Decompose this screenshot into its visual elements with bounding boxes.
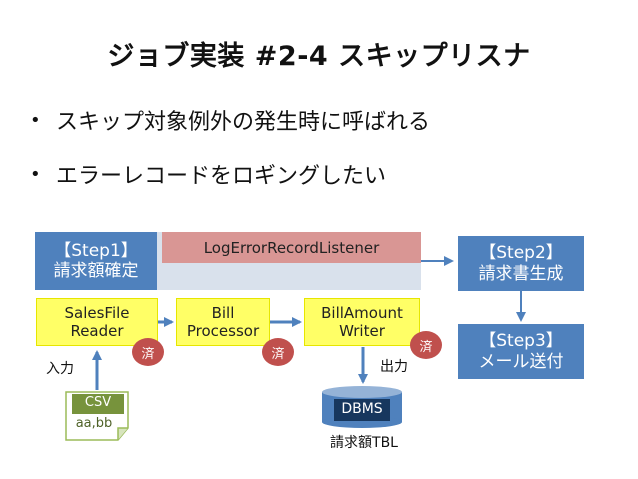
bullet-dot: • (30, 109, 41, 131)
step2-name: 請求書生成 (478, 263, 564, 284)
dbms-cylinder (322, 386, 402, 428)
csv-header: CSV (84, 395, 112, 410)
reader-line1: SalesFile (64, 304, 130, 322)
dbms-label: DBMS (341, 401, 383, 417)
reader-box: SalesFile Reader (36, 298, 158, 346)
step3-box: 【Step3】 メール送付 (458, 324, 584, 379)
step3-name: メール送付 (478, 351, 564, 372)
done-badge: 済 (132, 338, 164, 366)
step3-title: 【Step3】 (479, 331, 563, 352)
page-title: ジョブ実装 #2-4 スキップリスナ (107, 41, 531, 72)
done-badge: 済 (262, 338, 294, 366)
done-badge: 済 (410, 331, 442, 359)
processor-line1: Bill (211, 304, 235, 322)
step1-title: 【Step1】 (54, 240, 138, 261)
bullet-item: • スキップ対象例外の発生時に呼ばれる (30, 104, 430, 136)
writer-box: BillAmount Writer (304, 298, 420, 346)
writer-line2: Writer (339, 322, 385, 340)
bullet-text: スキップ対象例外の発生時に呼ばれる (56, 110, 431, 135)
dbms-caption: 請求額TBL (330, 435, 398, 451)
reader-line2: Reader (70, 322, 124, 340)
input-label: 入力 (46, 361, 74, 377)
csv-document (65, 391, 129, 441)
step2-box: 【Step2】 請求書生成 (458, 236, 584, 291)
writer-line1: BillAmount (321, 304, 403, 322)
processor-box: Bill Processor (176, 298, 270, 346)
bullet-item: • エラーレコードをロギングしたい (30, 158, 386, 190)
processor-line2: Processor (186, 322, 260, 340)
output-label: 出力 (380, 359, 408, 375)
listener-box: LogErrorRecordListener (162, 232, 421, 263)
step1-box: 【Step1】 請求額確定 (35, 232, 157, 290)
bullet-dot: • (30, 163, 41, 185)
step1-name: 請求額確定 (53, 261, 139, 281)
csv-content: aa,bb (75, 416, 113, 431)
step2-title: 【Step2】 (479, 243, 563, 264)
bullet-text: エラーレコードをロギングしたい (56, 164, 387, 189)
